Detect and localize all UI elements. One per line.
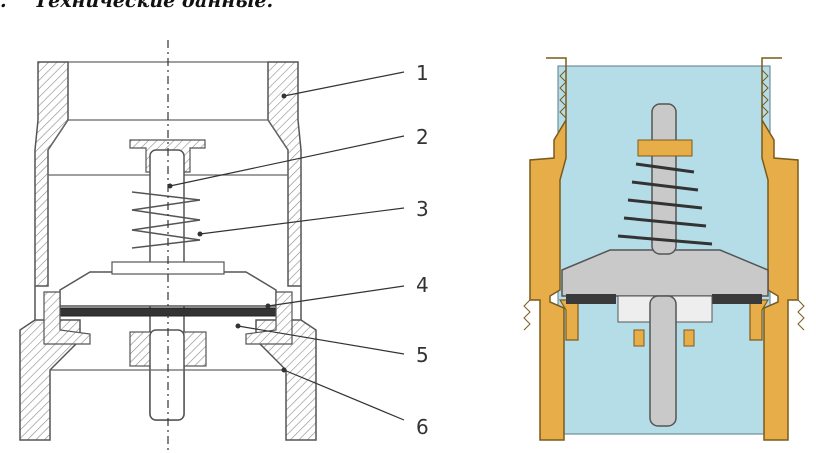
callout-2: 2 xyxy=(416,125,429,149)
page-title: . Технические данные. xyxy=(0,0,273,12)
spring xyxy=(617,162,713,246)
colored-cross-section xyxy=(523,57,805,441)
body-wall-left xyxy=(19,61,81,441)
seat-ring xyxy=(43,291,91,345)
disc-seal-left xyxy=(566,294,616,304)
title-number: . xyxy=(0,0,7,12)
callout-1: 1 xyxy=(416,61,429,85)
cross-section-drawing: 1 2 3 4 5 6 xyxy=(19,40,429,452)
lower-stem xyxy=(649,295,677,427)
title-text: Технические данные. xyxy=(34,0,274,12)
callout-4: 4 xyxy=(416,273,429,297)
valve-disc xyxy=(561,249,769,297)
brass-body-left xyxy=(529,57,567,441)
brass-body-right xyxy=(761,57,799,441)
callout-6: 6 xyxy=(416,415,429,439)
callout-leaders xyxy=(169,71,405,421)
callout-5: 5 xyxy=(416,343,429,367)
callout-3: 3 xyxy=(416,197,429,221)
disc-seal-right xyxy=(712,294,762,304)
body-wall-right xyxy=(255,61,317,441)
spring xyxy=(131,191,201,249)
upper-stem xyxy=(651,103,677,255)
